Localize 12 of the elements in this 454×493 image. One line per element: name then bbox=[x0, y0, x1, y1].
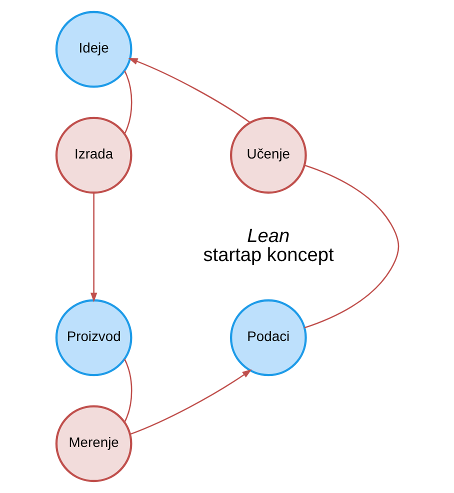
label: Lean startap koncept bbox=[202, 226, 334, 266]
node-circle: Proizvod bbox=[54, 299, 132, 376]
node-circle: Učenje bbox=[229, 116, 306, 194]
arrow bbox=[90, 192, 97, 302]
node-circle: Izrada bbox=[54, 116, 132, 194]
connector bbox=[124, 358, 132, 423]
arrow bbox=[130, 369, 252, 435]
node-circle: Ideje bbox=[54, 10, 132, 88]
connector bbox=[304, 164, 399, 328]
node-circle: Merenje bbox=[54, 405, 132, 482]
connector bbox=[124, 70, 132, 134]
arrow bbox=[128, 58, 250, 124]
